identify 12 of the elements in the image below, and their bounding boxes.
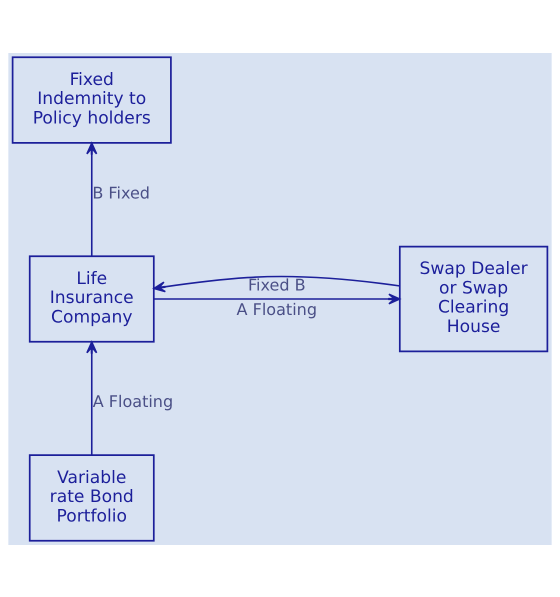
node-box: Swap Dealer or Swap Clearing House [398,245,548,352]
arrow [154,292,400,304]
edge-label: B Fixed [92,182,150,202]
node-box: Fixed Indemnity to Policy holders [12,56,172,144]
arrow [86,340,98,455]
node-box: Life Insurance Company [28,254,155,342]
edge-label: A Floating [236,300,318,319]
arrow [86,142,98,256]
node-box: Variable rate Bond Portfolio [28,454,155,542]
edge-label: Fixed B [248,274,306,294]
edge-label: A Floating [92,392,174,411]
arrow [153,275,400,292]
